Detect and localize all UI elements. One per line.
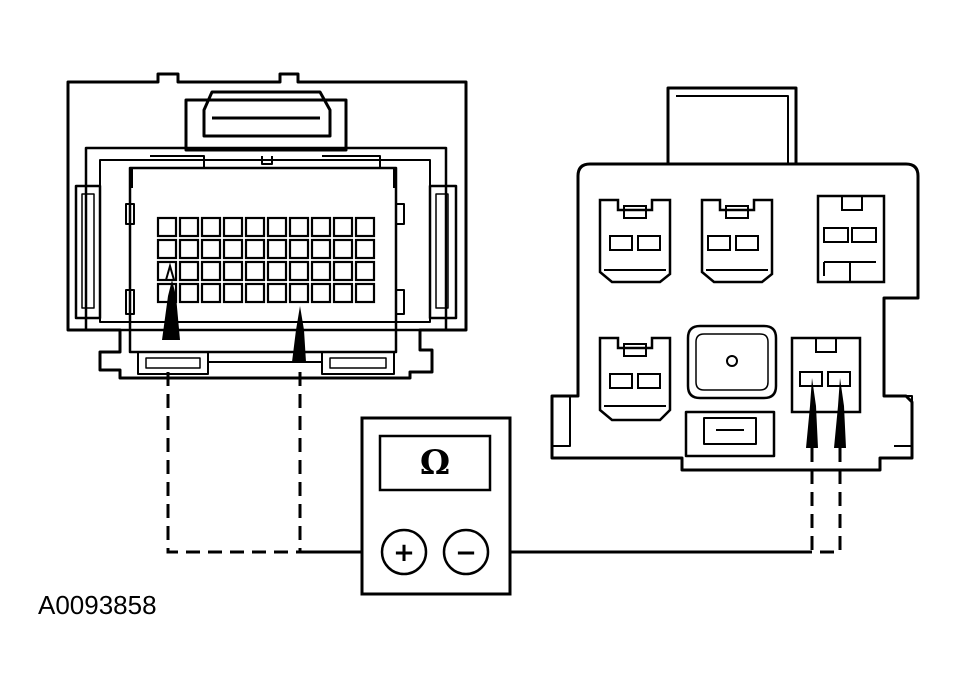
pin-cavity [266,238,288,260]
pin-cavity [288,238,310,260]
connector-pin-grid [156,216,376,304]
ohm-symbol: Ω [420,443,450,483]
pin-cavity [200,238,222,260]
pin-cavity [244,216,266,238]
relay-cavity-bottom-left [598,336,672,422]
pin-cavity [156,238,178,260]
positive-terminal [380,528,428,576]
left-connector [66,72,468,380]
pin-cavity [178,282,200,304]
pin-cavity [200,260,222,282]
pin-cavity [200,282,222,304]
pin-cavity [222,282,244,304]
relay-cavity-bottom-right [790,336,862,414]
right-connector [550,86,920,472]
pin-cavity [178,260,200,282]
pin-cavity [288,282,310,304]
pin-cavity [310,238,332,260]
pin-cavity [354,216,376,238]
pin-cavity [244,238,266,260]
pin-cavity [354,238,376,260]
pin-cavity [310,282,332,304]
negative-symbol: − [455,538,477,568]
pin-cavity [266,282,288,304]
pin-cavity [178,216,200,238]
pin-cavity [266,260,288,282]
pin-cavity [332,282,354,304]
pin-cavity [288,216,310,238]
pin-cavity [332,238,354,260]
pin-cavity [310,260,332,282]
pin-cavity [354,282,376,304]
pin-cavity [178,238,200,260]
pin-cavity [244,260,266,282]
pin-cavity [310,216,332,238]
relay-cavity-top-left [598,198,672,284]
pin-cavity [222,216,244,238]
pin-cavity [200,216,222,238]
left-probe-2 [292,306,306,362]
positive-symbol: + [393,538,415,568]
pin-cavity [156,216,178,238]
figure-id: A0093858 [38,590,157,620]
negative-terminal [442,528,490,576]
relay-cavity-top-middle [700,198,774,284]
right-probe-2 [834,378,846,448]
pin-cavity [222,260,244,282]
ohmmeter: Ω + − [360,416,512,596]
pin-cavity [266,216,288,238]
pin-cavity [332,260,354,282]
right-probe-1 [806,378,818,448]
meter-display [378,434,492,492]
pin-cavity [354,260,376,282]
left-probe-1 [162,262,180,340]
relay-cavity-top-right [816,194,886,284]
pin-cavity [288,260,310,282]
pin-cavity [222,238,244,260]
pin-cavity [332,216,354,238]
pin-cavity [244,282,266,304]
